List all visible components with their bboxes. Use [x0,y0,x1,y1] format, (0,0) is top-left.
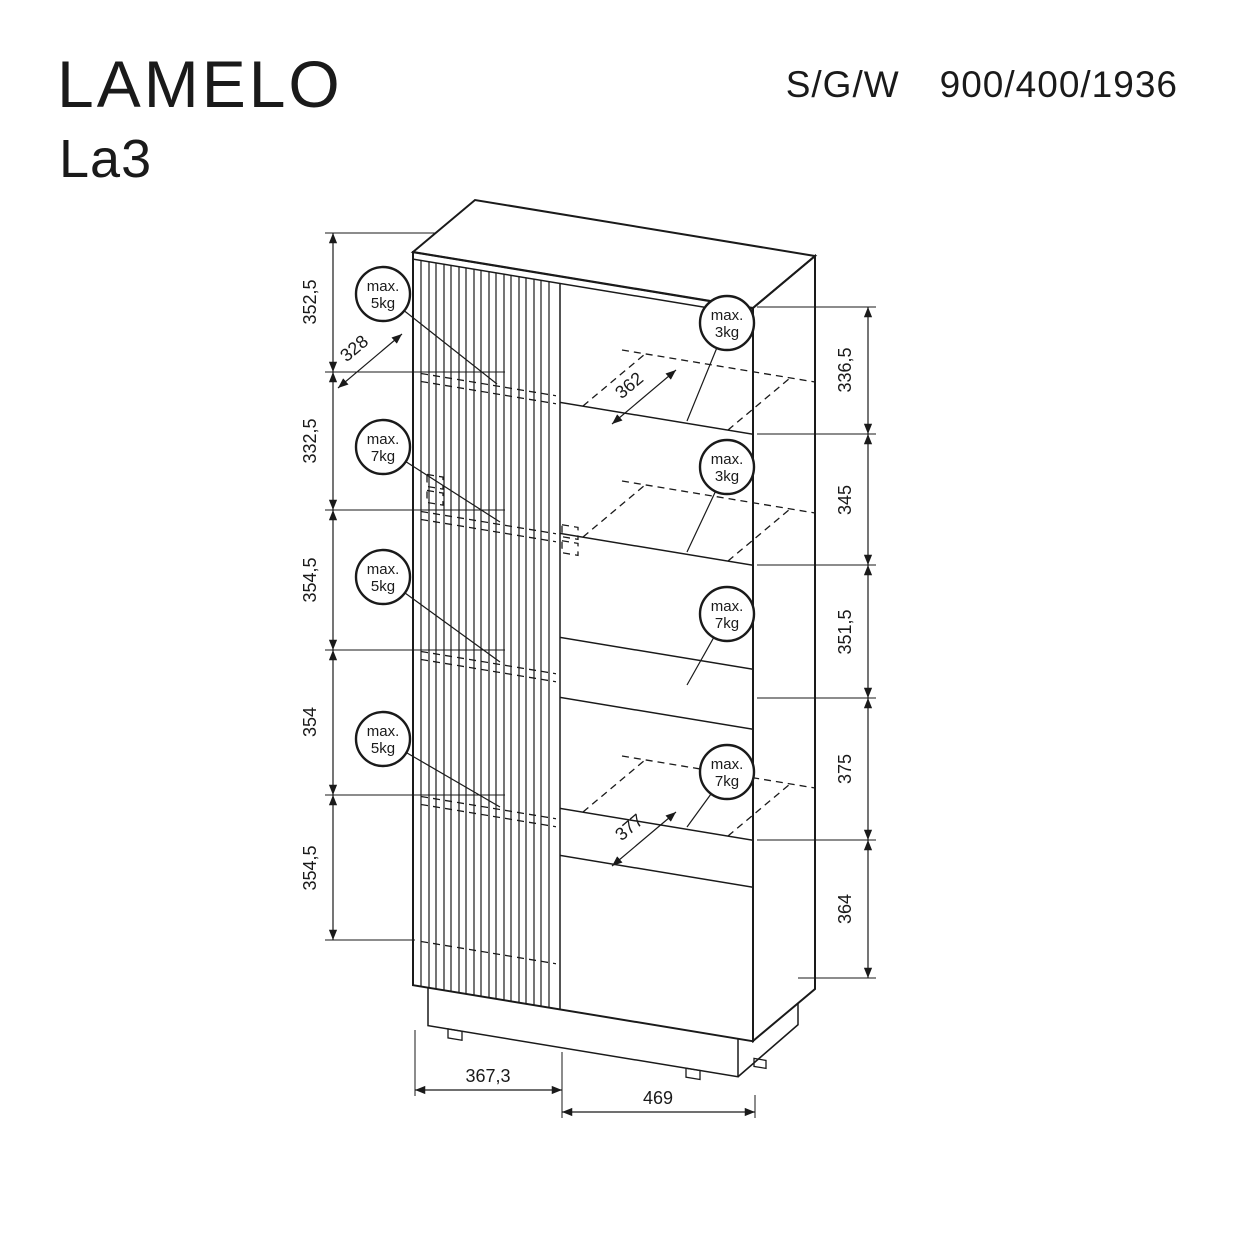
cabinet-3d-faces [410,198,818,1044]
top-band-line [413,258,753,317]
cabinet-front-face [412,250,799,1081]
badge-text: max. [367,431,400,448]
badge-text: 3kg [715,324,739,341]
badge-text: max. [711,451,744,468]
load-badge-left-1: max. 5kg [354,265,498,385]
dim-label-right-4: 375 [835,754,855,784]
badge-circle [354,265,412,323]
extension-lines-bottom [414,1030,756,1118]
dim-label-depth-top-left: 328 [336,331,372,366]
dim-label-bottom-right: 469 [643,1088,673,1108]
badge-text: 5kg [371,295,395,312]
badge-text: max. [711,307,744,324]
extension-lines-right [757,306,876,979]
badge-text: 7kg [715,615,739,632]
mount-detail-symbol [426,473,444,490]
dim-label-depth-shelf-bottom: 377 [611,810,647,845]
badge-circle [698,585,756,643]
dim-label-left-5: 354,5 [300,845,320,890]
dim-label-bottom-left: 367,3 [465,1066,510,1086]
dim-label-left-1: 352,5 [300,279,320,324]
badge-text: max. [711,598,744,615]
badge-circle [698,294,756,352]
extension-lines-left [325,232,505,941]
size-spec-label: S/G/W [785,64,900,105]
badge-circle [354,548,412,606]
badge-circle [354,418,412,476]
cabinet-foot [447,1028,463,1041]
dim-label-right-1: 336,5 [835,347,855,392]
dim-label-right-3: 351,5 [835,609,855,654]
dim-label-right-5: 364 [835,894,855,924]
front-outline [412,250,754,1043]
load-badge-right-3: max. 7kg [686,585,756,686]
load-badge-left-4: max. 5kg [354,710,501,808]
badge-text: 5kg [371,578,395,595]
load-badges: max. 5kg max. 7kg max. 5kg max. 5kg [354,265,756,828]
badge-text: max. [367,561,400,578]
cabinet-foot [685,1067,701,1081]
dimension-bottom: 367,3 469 [414,1030,756,1118]
load-badge-right-4: max. 7kg [686,743,756,828]
mount-detail-symbol [561,523,579,541]
badge-text: max. [367,723,400,740]
dim-line [611,811,677,867]
dim-label-left-4: 354 [300,707,320,737]
badge-circle [354,710,412,768]
badge-text: 5kg [371,740,395,757]
badge-text: 3kg [715,468,739,485]
dim-label-left-2: 332,5 [300,418,320,463]
slat-lines [420,260,550,1008]
badge-circle [698,438,756,496]
badge-text: 7kg [715,773,739,790]
dim-label-right-2: 345 [835,485,855,515]
dim-label-left-3: 354,5 [300,557,320,602]
mount-detail-symbol [426,489,444,506]
right-face [752,253,816,1044]
dim-line [337,333,403,389]
dimension-right-chain: 336,5 345 351,5 375 364 [757,306,876,979]
cabinet-foot [753,1057,767,1070]
load-badge-right-1: max. 3kg [686,294,756,422]
dim-label-depth-shelf-top: 362 [611,368,647,403]
product-title: LAMELO [57,47,343,121]
load-badge-left-3: max. 5kg [354,548,501,663]
load-badge-right-2: max. 3kg [686,438,756,553]
load-badge-left-2: max. 7kg [354,418,501,523]
product-model: La3 [59,129,153,189]
size-spec-value: 900/400/1936 [939,64,1178,105]
badge-text: max. [711,756,744,773]
glass-shelves-hidden [582,349,816,837]
badge-circle [698,743,756,801]
size-spec: S/G/W 900/400/1936 [786,64,1178,106]
badge-text: max. [367,278,400,295]
dimension-left-chain: 352,5 332,5 354,5 354 354,5 [300,232,505,941]
dim-line [611,369,677,425]
mount-detail-symbol [561,539,579,557]
badge-text: 7kg [371,448,395,465]
